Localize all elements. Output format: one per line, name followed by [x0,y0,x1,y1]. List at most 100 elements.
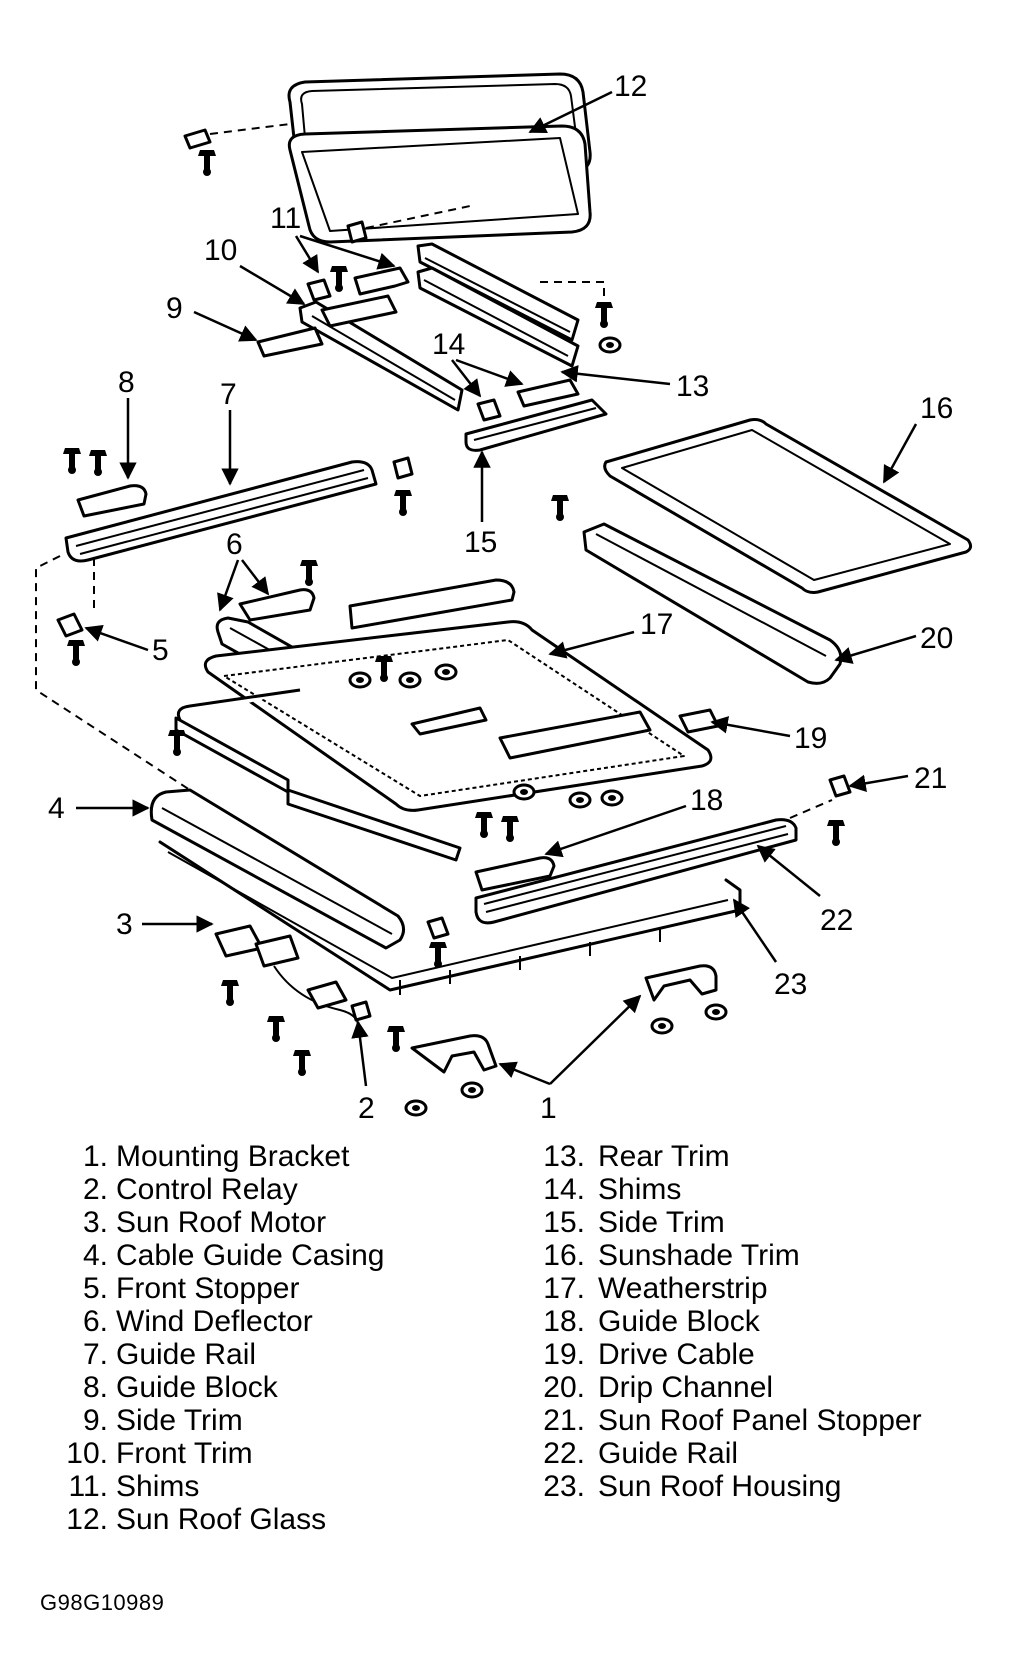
callout-6: 6 [226,528,243,561]
callout-13: 13 [676,370,709,403]
legend-item-number: 5. [82,1272,108,1305]
legend-item-label: Control Relay [116,1173,298,1206]
callout-11: 11 [270,202,301,235]
legend-item-number: 23. [543,1470,585,1503]
callout-20: 20 [920,622,953,655]
legend-item: 21. Sun Roof Panel Stopper [520,1404,1000,1437]
legend-item-label: Drip Channel [598,1371,774,1404]
legend-item-number: 3. [82,1206,108,1239]
legend-item-label: Front Stopper [116,1272,300,1305]
legend-item: 7.Guide Rail [0,1338,470,1371]
part-guide-rail-22 [426,799,833,968]
legend-item: 16.Sunshade Trim [520,1239,1000,1272]
legend-item-label: Sun Roof Panel Stopper [598,1404,922,1437]
callout-21: 21 [914,762,947,795]
legend-item: 22.Guide Rail [520,1437,1000,1470]
legend-item-number: 6. [82,1305,108,1338]
part-side-trim-9 [256,326,324,358]
legend-item-label: Weatherstrip [598,1272,768,1305]
legend-item-label: Mounting Bracket [116,1140,350,1173]
legend-item-number: 10. [66,1437,108,1470]
legend-item-number: 15. [543,1206,585,1239]
legend-item-number: 2. [82,1173,108,1206]
callout-23: 23 [774,968,807,1001]
part-sun-roof-panel-stopper [827,774,852,846]
legend-item-label: Shims [598,1173,682,1206]
legend-item: 4.Cable Guide Casing [0,1239,470,1272]
legend-item-label: Front Trim [116,1437,253,1470]
legend-item-number: 19. [543,1338,585,1371]
legend-item: 17. Weatherstrip [520,1272,1000,1305]
callout-17: 17 [640,608,673,641]
part-guide-rail-7 [63,448,414,563]
callout-numbers: 12 11 10 9 14 13 8 7 16 15 6 17 5 20 19 … [48,70,953,1125]
part-front-trim [298,294,464,412]
legend-item-label: Side Trim [116,1404,243,1437]
legend-item-number: 11. [68,1470,108,1503]
part-sunshade-trim [603,418,973,594]
callout-3: 3 [116,908,133,941]
legend-item-label: Guide Block [598,1305,760,1338]
legend-item: 5.Front Stopper [0,1272,470,1305]
callout-14: 14 [432,328,465,361]
legend-item-label: Sun Roof Housing [598,1470,842,1503]
leader-lines [76,90,918,1087]
legend-item-label: Sun Roof Motor [116,1206,327,1239]
legend-item: 12.Sun Roof Glass [0,1503,470,1536]
legend-item: 1.Mounting Bracket [0,1140,470,1173]
legend-item: 15. Side Trim [520,1206,1000,1239]
legend-item: 20. Drip Channel [520,1371,1000,1404]
legend-item: 18. Guide Block [520,1305,1000,1338]
callout-16: 16 [920,392,953,425]
legend-item: 3.Sun Roof Motor [0,1206,470,1239]
legend-item-number: 8. [82,1371,108,1404]
part-sun-roof-glass [183,72,592,244]
figure-code: G98G10989 [40,1590,165,1615]
callout-4: 4 [48,792,65,825]
part-rear-trim [416,242,622,368]
legend-item: 23. Sun Roof Housing [520,1470,1000,1503]
legend-item-number: 18. [543,1305,585,1338]
callout-19: 19 [794,722,827,755]
legend-item-label: Guide Block [116,1371,278,1404]
callout-7: 7 [220,378,237,411]
callout-2: 2 [358,1092,375,1125]
legend-item-number: 17. [543,1272,585,1305]
legend-item-label: Cable Guide Casing [116,1239,385,1272]
legend-item-number: 1. [82,1140,108,1173]
part-mounting-bracket [404,964,728,1117]
exploded-parts-diagram: 12 11 10 9 14 13 8 7 16 15 6 17 5 20 19 … [35,70,973,1125]
part-shims-11 [306,266,410,302]
callout-15: 15 [464,526,497,559]
callout-22: 22 [820,904,853,937]
legend-item-label: Guide Rail [116,1338,257,1371]
legend-item-label: Guide Rail [598,1437,739,1470]
legend-item-label: Wind Deflector [116,1305,313,1338]
part-front-stopper [35,555,191,791]
legend-item-number: 20. [543,1371,585,1404]
part-drip-channel [551,495,843,685]
legend-item: 2.Control Relay [0,1173,470,1206]
callout-10: 10 [204,234,237,267]
callout-1: 1 [540,1092,557,1125]
legend-item-number: 14. [543,1173,585,1206]
legend-item-label: Sun Roof Glass [116,1503,327,1536]
legend-item: 14. Shims [520,1173,1000,1206]
legend-item-number: 9. [82,1404,108,1437]
callout-9: 9 [166,292,183,325]
legend-item-label: Side Trim [598,1206,725,1239]
legend-item-number: 13. [543,1140,585,1173]
part-shims-14 [476,378,580,422]
legend-item-label: Sunshade Trim [598,1239,800,1272]
callout-12: 12 [614,70,647,103]
legend-item: 11.Shims [0,1470,470,1503]
legend-item: 10.Front Trim [0,1437,470,1470]
legend-item-label: Rear Trim [598,1140,730,1173]
callout-5: 5 [152,634,169,667]
legend-item-number: 21. [543,1404,585,1437]
part-side-trim-15 [464,398,608,452]
legend-item-label: Drive Cable [598,1338,755,1371]
